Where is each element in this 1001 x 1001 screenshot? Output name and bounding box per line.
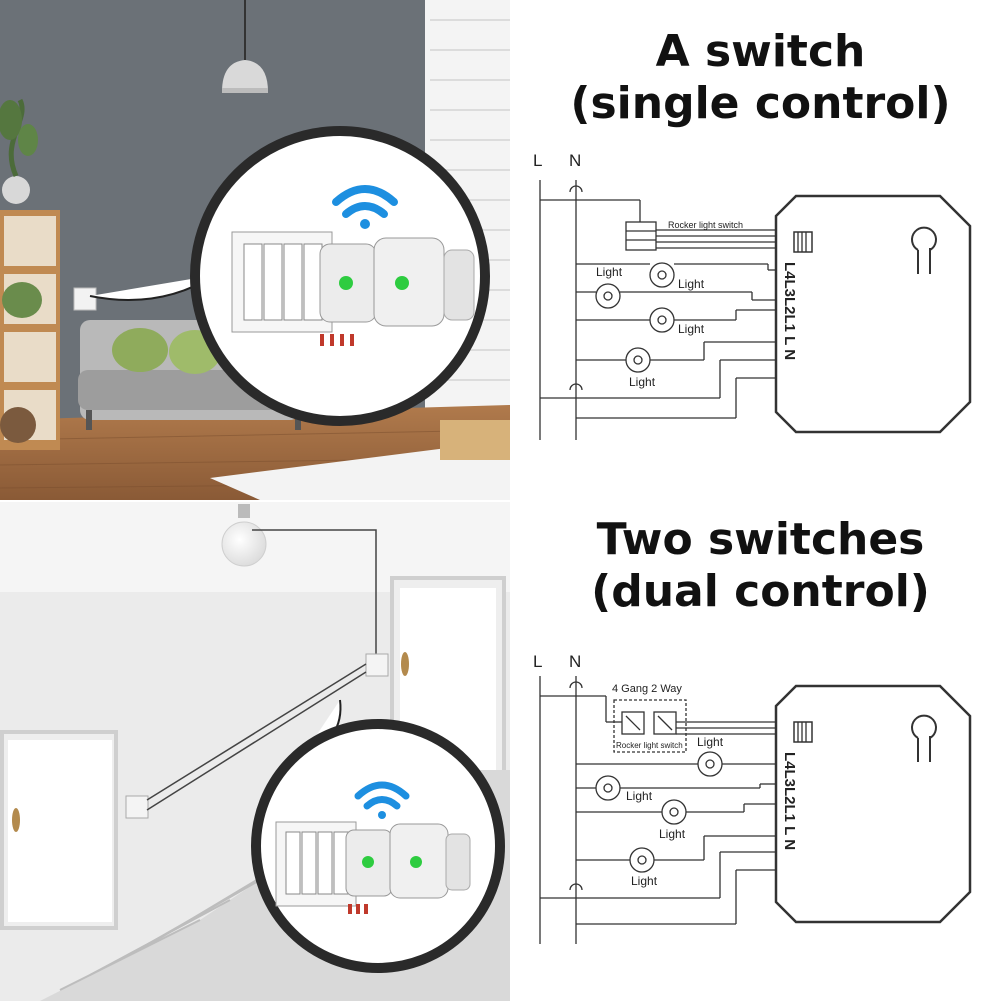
title-line-1: A switch <box>655 26 866 77</box>
single-control-title: A switch (single control) <box>520 26 1001 130</box>
light-label: Light <box>659 827 686 841</box>
wifi-icon <box>332 185 398 229</box>
title-line-1: Two switches <box>596 514 925 565</box>
pendant-lamp-icon <box>222 0 268 93</box>
rocker-switch-icon <box>231 231 333 333</box>
terminal-labels: L4L3L2L1 L N <box>781 752 798 850</box>
rocker-switch-icon <box>275 821 357 907</box>
dual-control-wiring-diagram <box>539 676 972 944</box>
label-L: L <box>533 652 542 671</box>
smart-switch-module-icon <box>774 684 972 924</box>
living-room-photo <box>0 0 510 500</box>
label-L: L <box>533 151 542 170</box>
light-bulb-icon <box>629 847 655 873</box>
label-N: N <box>569 652 581 671</box>
terminal-labels: L4L3L2L1 L N <box>781 262 798 360</box>
label-N: N <box>569 151 581 170</box>
title-line-2: (dual control) <box>591 566 930 617</box>
light-bulb-icon <box>697 751 723 777</box>
dual-control-title: Two switches (dual control) <box>520 514 1001 618</box>
wifi-icon <box>354 781 410 819</box>
light-label: Light <box>626 789 653 803</box>
light-label: Light <box>678 277 705 291</box>
light-bulb-icon <box>595 775 621 801</box>
light-label: Light <box>596 265 623 279</box>
switch-caption: Rocker light switch <box>616 741 683 750</box>
rocker-switch-icon <box>625 221 657 251</box>
light-bulb-icon <box>221 504 267 567</box>
switch-caption: Rocker light switch <box>668 220 743 230</box>
light-bulb-icon <box>649 307 675 333</box>
light-label: Light <box>631 874 658 888</box>
bookshelf <box>0 98 60 450</box>
light-bulb-icon <box>595 283 621 309</box>
rocker-switch-icon <box>613 699 687 753</box>
light-bulb-icon <box>661 799 687 825</box>
smart-switch-module-icon <box>774 194 972 434</box>
single-control-wiring-diagram <box>539 180 972 440</box>
light-label: Light <box>697 735 724 749</box>
smart-switch-module-icon <box>319 237 475 346</box>
title-line-2: (single control) <box>570 78 951 129</box>
light-label: Light <box>629 375 656 389</box>
staircase-photo <box>0 502 510 1001</box>
light-label: Light <box>678 322 705 336</box>
light-bulb-icon <box>649 262 675 288</box>
gang-label: 4 Gang 2 Way <box>612 683 682 695</box>
light-bulb-icon <box>625 347 651 373</box>
smart-switch-module-icon <box>345 823 471 914</box>
